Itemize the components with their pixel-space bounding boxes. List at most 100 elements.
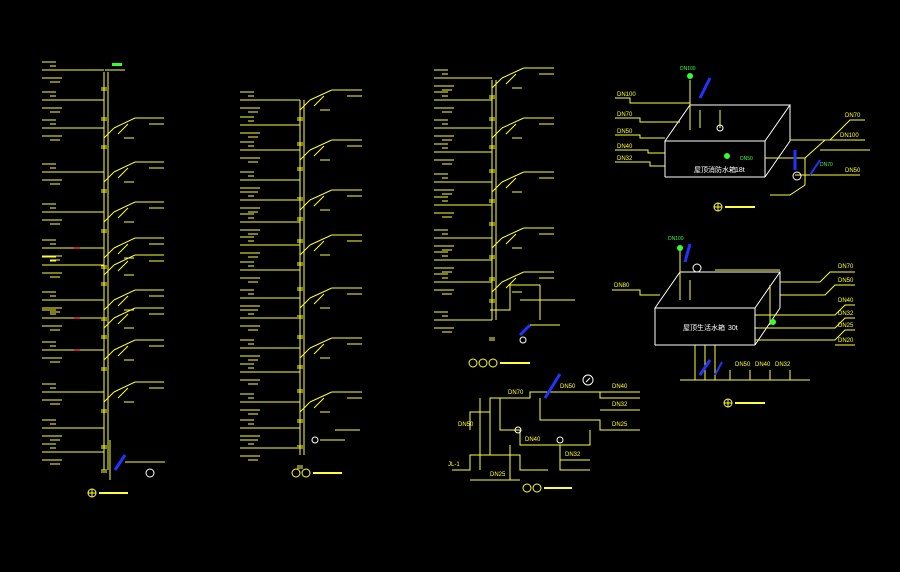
- svg-text:DN25: DN25: [490, 472, 506, 478]
- riser-diagram-3: [434, 67, 554, 341]
- pipe-segment: [117, 345, 129, 357]
- fire-tank-label: 屋顶消防水箱: [694, 165, 736, 174]
- pipe-segment: [113, 117, 136, 129]
- domestic-tank-pumps: [677, 243, 776, 376]
- fire-tank-capacity: 18t: [735, 167, 745, 174]
- pipe-segment: [313, 145, 325, 157]
- pipe-segment: [491, 77, 503, 89]
- pipe-segment: [505, 177, 517, 189]
- pipe-segment: [113, 381, 136, 393]
- pipe-segment: [103, 299, 115, 311]
- pipe-segment: [113, 201, 136, 213]
- pipe-segment: [103, 391, 115, 403]
- svg-text:DN32: DN32: [617, 156, 633, 162]
- pipe-segment: [299, 297, 311, 309]
- fire-tank-caption: [713, 202, 755, 212]
- svg-text:DN40: DN40: [525, 437, 541, 443]
- domestic-water-tank: [654, 271, 781, 346]
- pipe-segment: [113, 307, 136, 319]
- pipe-segment: [309, 189, 332, 201]
- fire-tank-annotations: DN100 DN50 DN70 DN100 DN70 DN50 DN40 DN3…: [617, 66, 861, 174]
- pipe-segment: [491, 127, 503, 139]
- pipe-segment: [117, 295, 129, 307]
- pipe-segment: [505, 233, 517, 245]
- svg-text:DN100: DN100: [840, 133, 859, 139]
- domestic-tank-piping: [612, 250, 855, 381]
- pipe-segment: [501, 271, 524, 283]
- pipe-segment: [113, 161, 136, 173]
- svg-text:DN70: DN70: [838, 264, 854, 270]
- svg-text:DN32: DN32: [775, 362, 791, 368]
- pipe-segment: [117, 207, 129, 219]
- pipe-segment: [117, 167, 129, 179]
- pipe-segment: [299, 99, 311, 111]
- pipe-segment: [117, 313, 129, 325]
- svg-text:DN100: DN100: [680, 66, 696, 72]
- riser-1-caption: [87, 488, 128, 498]
- pipe-segment: [299, 244, 311, 256]
- pipe-segment: [313, 240, 325, 252]
- pipe-segment: [309, 337, 332, 349]
- pipe-segment: [103, 127, 115, 139]
- svg-text:DN100: DN100: [668, 236, 684, 242]
- pipe-segment: [299, 149, 311, 161]
- riser-3-caption: [468, 358, 530, 368]
- pipe-segment: [491, 237, 503, 249]
- pipe-segment: [103, 171, 115, 183]
- svg-text:DN40: DN40: [617, 144, 633, 150]
- svg-text:DN32: DN32: [565, 452, 581, 458]
- pipe-segment: [309, 287, 332, 299]
- pipe-segment: [309, 391, 332, 403]
- domestic-tank-caption: [723, 398, 765, 408]
- svg-text:DN50: DN50: [838, 278, 854, 284]
- svg-text:DN50: DN50: [735, 362, 751, 368]
- pipe-segment: [501, 227, 524, 239]
- pipe-segment: [313, 397, 325, 409]
- roof-network-caption: [522, 483, 572, 493]
- pipe-segment: [299, 199, 311, 211]
- svg-text:DN80: DN80: [614, 283, 630, 289]
- svg-text:DN20: DN20: [838, 338, 854, 344]
- pipe-segment: [113, 254, 136, 266]
- riser-1-base-equipment: [109, 440, 165, 480]
- pipe-segment: [299, 347, 311, 359]
- svg-text:DN40: DN40: [755, 362, 771, 368]
- riser-2-base-equipment: [311, 429, 360, 444]
- pipe-segment: [117, 243, 129, 255]
- pipe-segment: [103, 264, 115, 276]
- pipe-segment: [309, 139, 332, 151]
- roof-piping-labels: JL-1 DN50 DN70 DN50 DN40 DN32 DN25 DN40 …: [448, 384, 628, 478]
- pipe-segment: [117, 123, 129, 135]
- pipe-segment: [313, 195, 325, 207]
- svg-text:DN25: DN25: [838, 323, 854, 329]
- svg-text:DN50: DN50: [617, 129, 633, 135]
- pipe-segment: [313, 293, 325, 305]
- pipe-segment: [505, 277, 517, 289]
- svg-text:DN50: DN50: [740, 156, 753, 162]
- pipe-segment: [501, 171, 524, 183]
- pipe-segment: [505, 123, 517, 135]
- pipe-segment: [103, 349, 115, 361]
- fire-tank-pumps: [687, 73, 821, 181]
- svg-text:DN32: DN32: [838, 311, 854, 317]
- svg-text:DN70: DN70: [845, 113, 861, 119]
- pipe-segment: [299, 401, 311, 413]
- svg-text:DN40: DN40: [612, 384, 628, 390]
- domestic-tank-capacity: 30t: [728, 325, 738, 332]
- pipe-segment: [113, 339, 136, 351]
- svg-text:JL-1: JL-1: [448, 462, 460, 468]
- svg-text:DN50: DN50: [845, 168, 861, 174]
- pipe-segment: [313, 343, 325, 355]
- fire-tank-piping: [615, 80, 870, 196]
- pipe-segment: [113, 289, 136, 301]
- riser-2-caption: [291, 468, 342, 478]
- domestic-tank-annotations: DN100 DN80 DN70 DN50 DN40 DN32 DN25 DN20…: [614, 236, 854, 368]
- pipe-segment: [113, 237, 136, 249]
- pipe-segment: [501, 67, 524, 79]
- svg-text:DN50: DN50: [560, 384, 576, 390]
- riser-1-top-vent: [105, 63, 125, 71]
- riser-3-base-equipment: [490, 284, 575, 344]
- pipe-segment: [491, 281, 503, 293]
- pipe-segment: [103, 211, 115, 223]
